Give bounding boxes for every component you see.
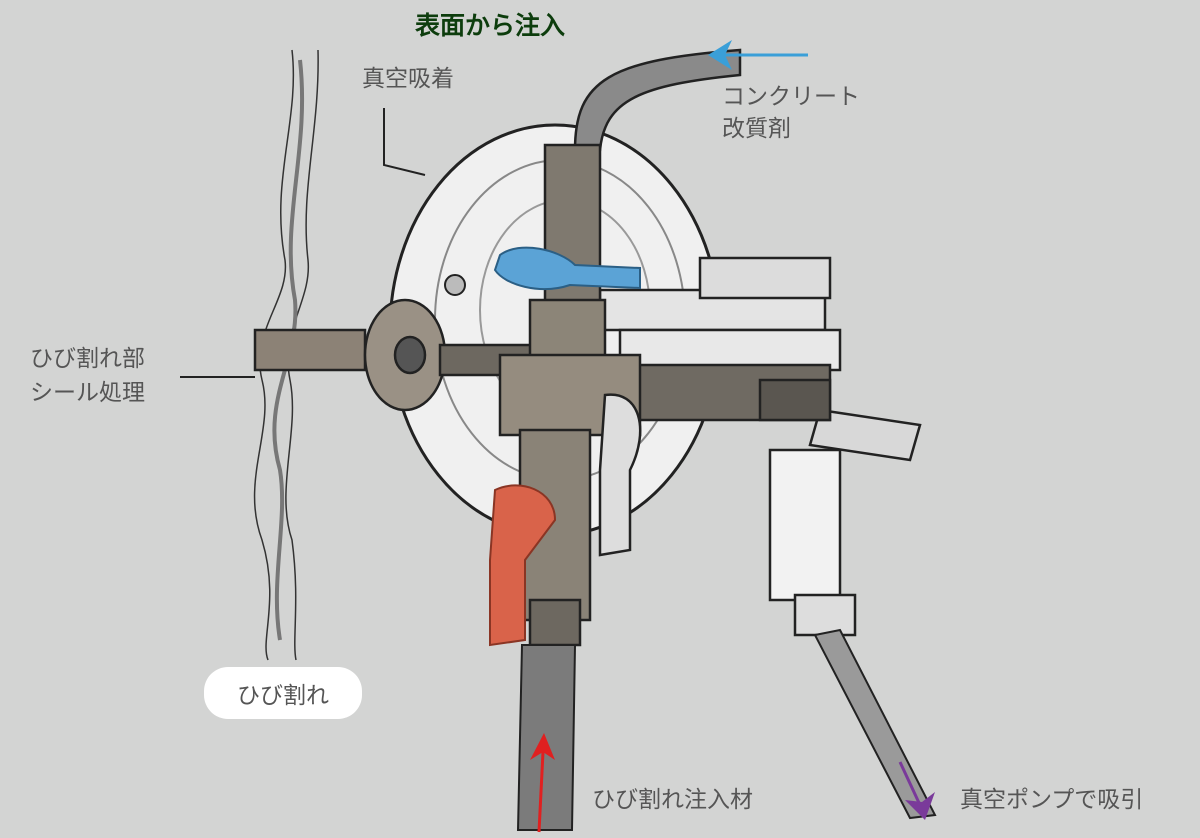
vertical-fitting bbox=[498, 143, 642, 647]
top-hose bbox=[573, 48, 742, 152]
crack-seal-label-line1: ひび割れ部 bbox=[30, 346, 145, 372]
horizontal-rod bbox=[253, 298, 832, 422]
concrete-modifier-label-line1: コンクリート bbox=[722, 84, 860, 110]
vacuum-pointer-line bbox=[383, 108, 426, 176]
suction-hose bbox=[813, 628, 937, 820]
inflow-arrow bbox=[708, 40, 808, 70]
check-valve bbox=[768, 448, 857, 637]
concrete-modifier-label-line2: 改質剤 bbox=[722, 116, 791, 142]
diagram-title: 表面から注入 bbox=[415, 11, 566, 40]
crack-label: ひび割れ bbox=[204, 667, 362, 719]
side-clamp bbox=[598, 256, 922, 462]
crack-injection-label: ひび割れ注入材 bbox=[592, 787, 753, 813]
injection-hose bbox=[516, 644, 577, 831]
red-valve-handle bbox=[489, 484, 557, 647]
vacuum-pump-label: 真空ポンプで吸引 bbox=[960, 787, 1144, 813]
suction-arrow bbox=[898, 761, 935, 820]
injection-arrow bbox=[530, 733, 555, 833]
crack-seal-label-line2: シール処理 bbox=[30, 380, 145, 406]
vacuum-attach-label: 真空吸着 bbox=[362, 66, 454, 92]
blue-valve-handle bbox=[493, 246, 641, 291]
